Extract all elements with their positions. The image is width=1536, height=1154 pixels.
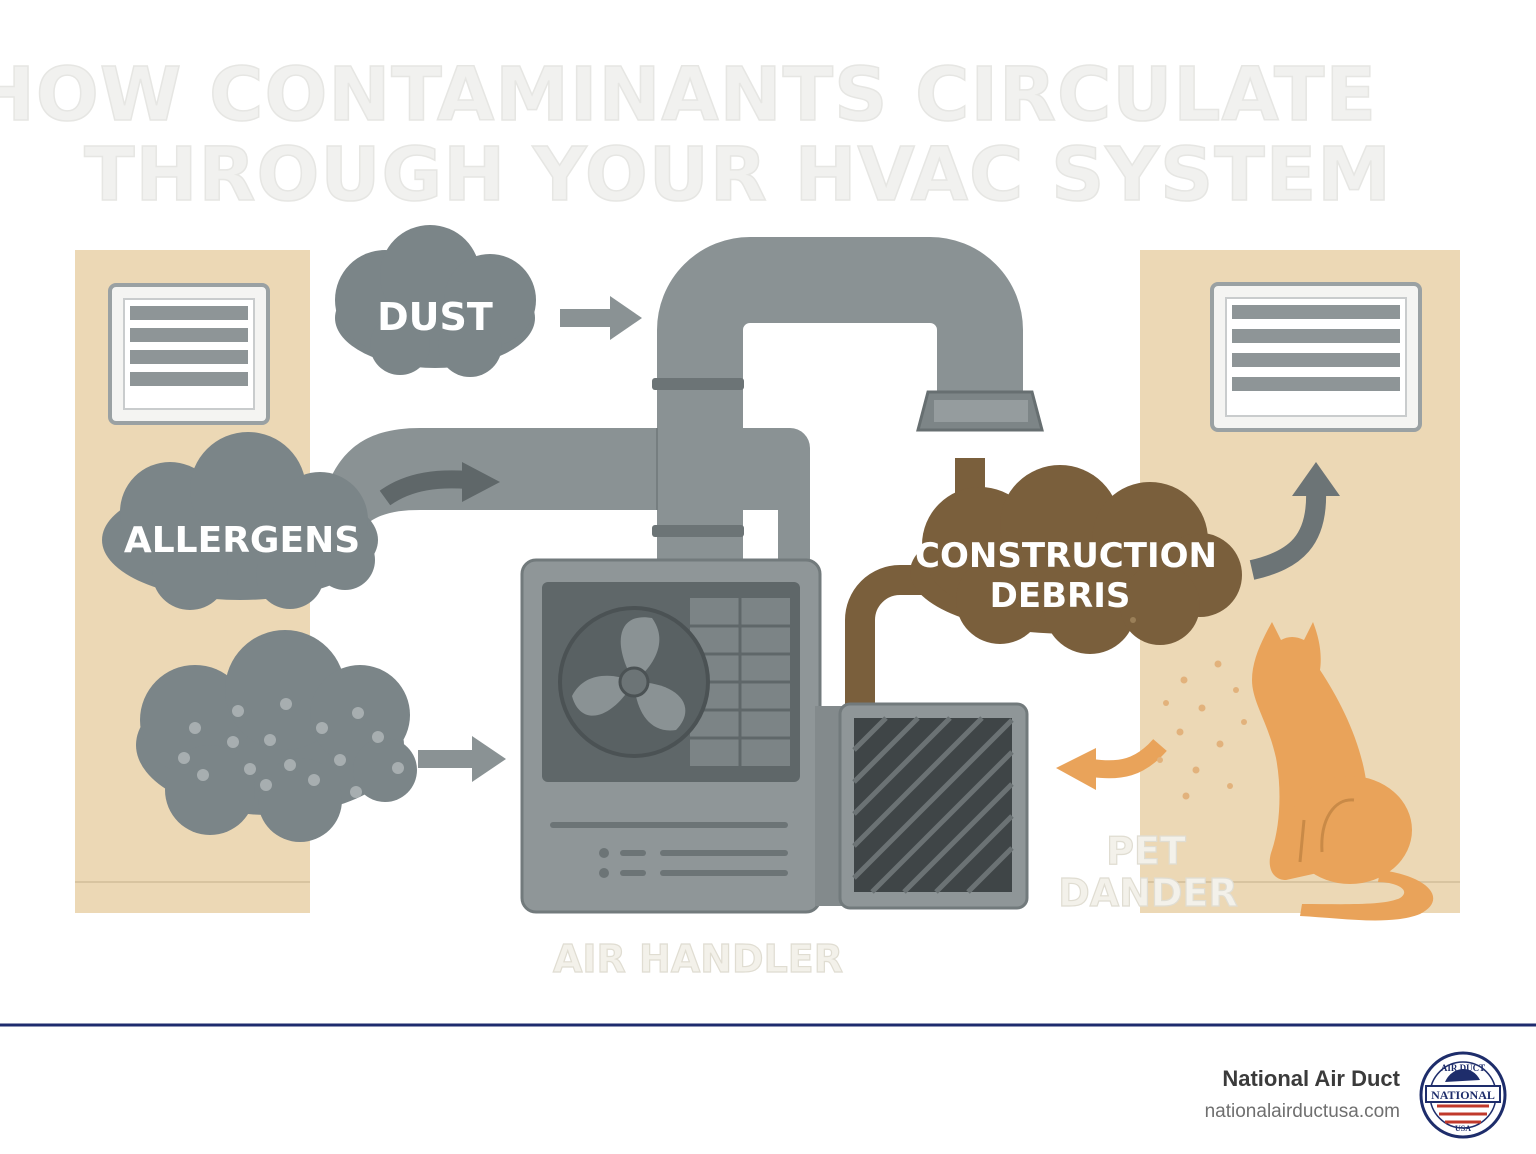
title-line-1: HOW CONTAMINANTS CIRCULATE <box>0 52 1377 138</box>
arrow-icon <box>560 296 642 340</box>
brand-name: National Air Duct <box>1222 1066 1400 1091</box>
dust-cloud <box>335 225 536 377</box>
arrow-icon <box>1249 462 1340 580</box>
arrow-icon <box>1056 738 1167 790</box>
construction-label-line-2: DEBRIS <box>990 576 1131 616</box>
title-line-2: THROUGH YOUR HVAC SYSTEM <box>84 132 1392 218</box>
allergens-label: ALLERGENS <box>124 520 360 561</box>
ductwork <box>318 237 1044 710</box>
return-vent-icon <box>1210 282 1422 432</box>
cat-details <box>1298 798 1355 863</box>
construction-label-line-1: CONSTRUCTION <box>915 536 1217 576</box>
arrow-icon <box>418 736 506 782</box>
air-handler-unit <box>520 558 822 914</box>
pet-dander-label-line-2: DANDER <box>1058 871 1238 915</box>
seal-banner-text: NATIONAL <box>1431 1088 1495 1102</box>
dust-label: DUST <box>377 295 493 339</box>
pet-dander-label-line-1: PET <box>1106 829 1186 873</box>
construction-debris-cloud <box>910 465 1242 654</box>
air-handler-label: AIR HANDLER <box>553 937 843 981</box>
supply-vent-icon <box>108 283 270 425</box>
allergens-cloud <box>102 432 378 610</box>
cat-icon <box>1252 622 1434 921</box>
arrow-icon <box>379 462 500 506</box>
brand-url[interactable]: nationalairductusa.com <box>1205 1101 1400 1122</box>
particle-cloud <box>136 630 417 842</box>
seal-bottom-text: USA <box>1455 1124 1471 1133</box>
seal-logo: NATIONAL AIR DUCT USA <box>1419 1051 1507 1139</box>
dander-particles <box>1157 660 1247 800</box>
seal-top-text: AIR DUCT <box>1441 1063 1485 1073</box>
filter-icon <box>815 702 1029 910</box>
fan-icon <box>558 606 710 758</box>
